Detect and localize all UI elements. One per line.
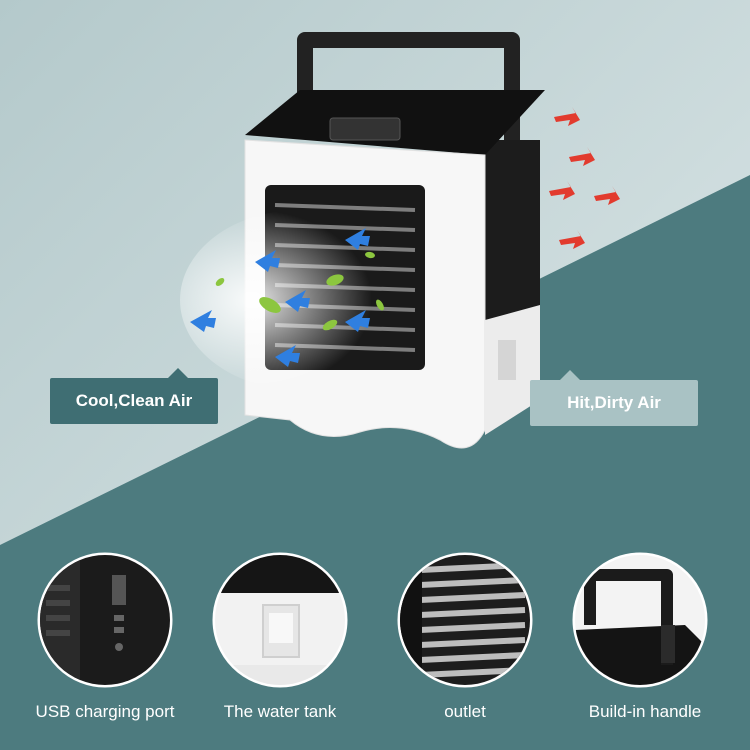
feature-outlet [400, 555, 530, 685]
cool-air-callout: Cool,Clean Air [50, 368, 218, 424]
background-dark [0, 175, 750, 750]
caption-water-tank: The water tank [223, 702, 337, 721]
feature-handle [575, 555, 705, 685]
control-button [329, 117, 401, 141]
leaf-icons [215, 251, 384, 331]
air-outlet-icon [400, 555, 530, 685]
feature-water-tank [215, 555, 345, 685]
cooler-side [485, 140, 540, 360]
usb-port-icon [40, 555, 170, 685]
hot-air-label: Hit,Dirty Air [567, 393, 661, 412]
caption-outlet: outlet [444, 702, 486, 721]
tank-window [498, 340, 516, 380]
feature-usb-port [40, 555, 170, 685]
feature-rings [37, 552, 708, 688]
caption-usb-port: USB charging port [35, 702, 175, 721]
hot-air-callout: Hit,Dirty Air [530, 370, 698, 426]
water-tank-icon [215, 555, 345, 685]
caption-handle: Build-in handle [588, 702, 702, 721]
callout-pointer [560, 370, 580, 380]
cool-arrows [190, 228, 370, 367]
cool-air-label: Cool,Clean Air [75, 391, 193, 410]
callout-pointer [168, 368, 188, 378]
handle-icon [575, 555, 705, 685]
hot-arrows [549, 107, 620, 249]
